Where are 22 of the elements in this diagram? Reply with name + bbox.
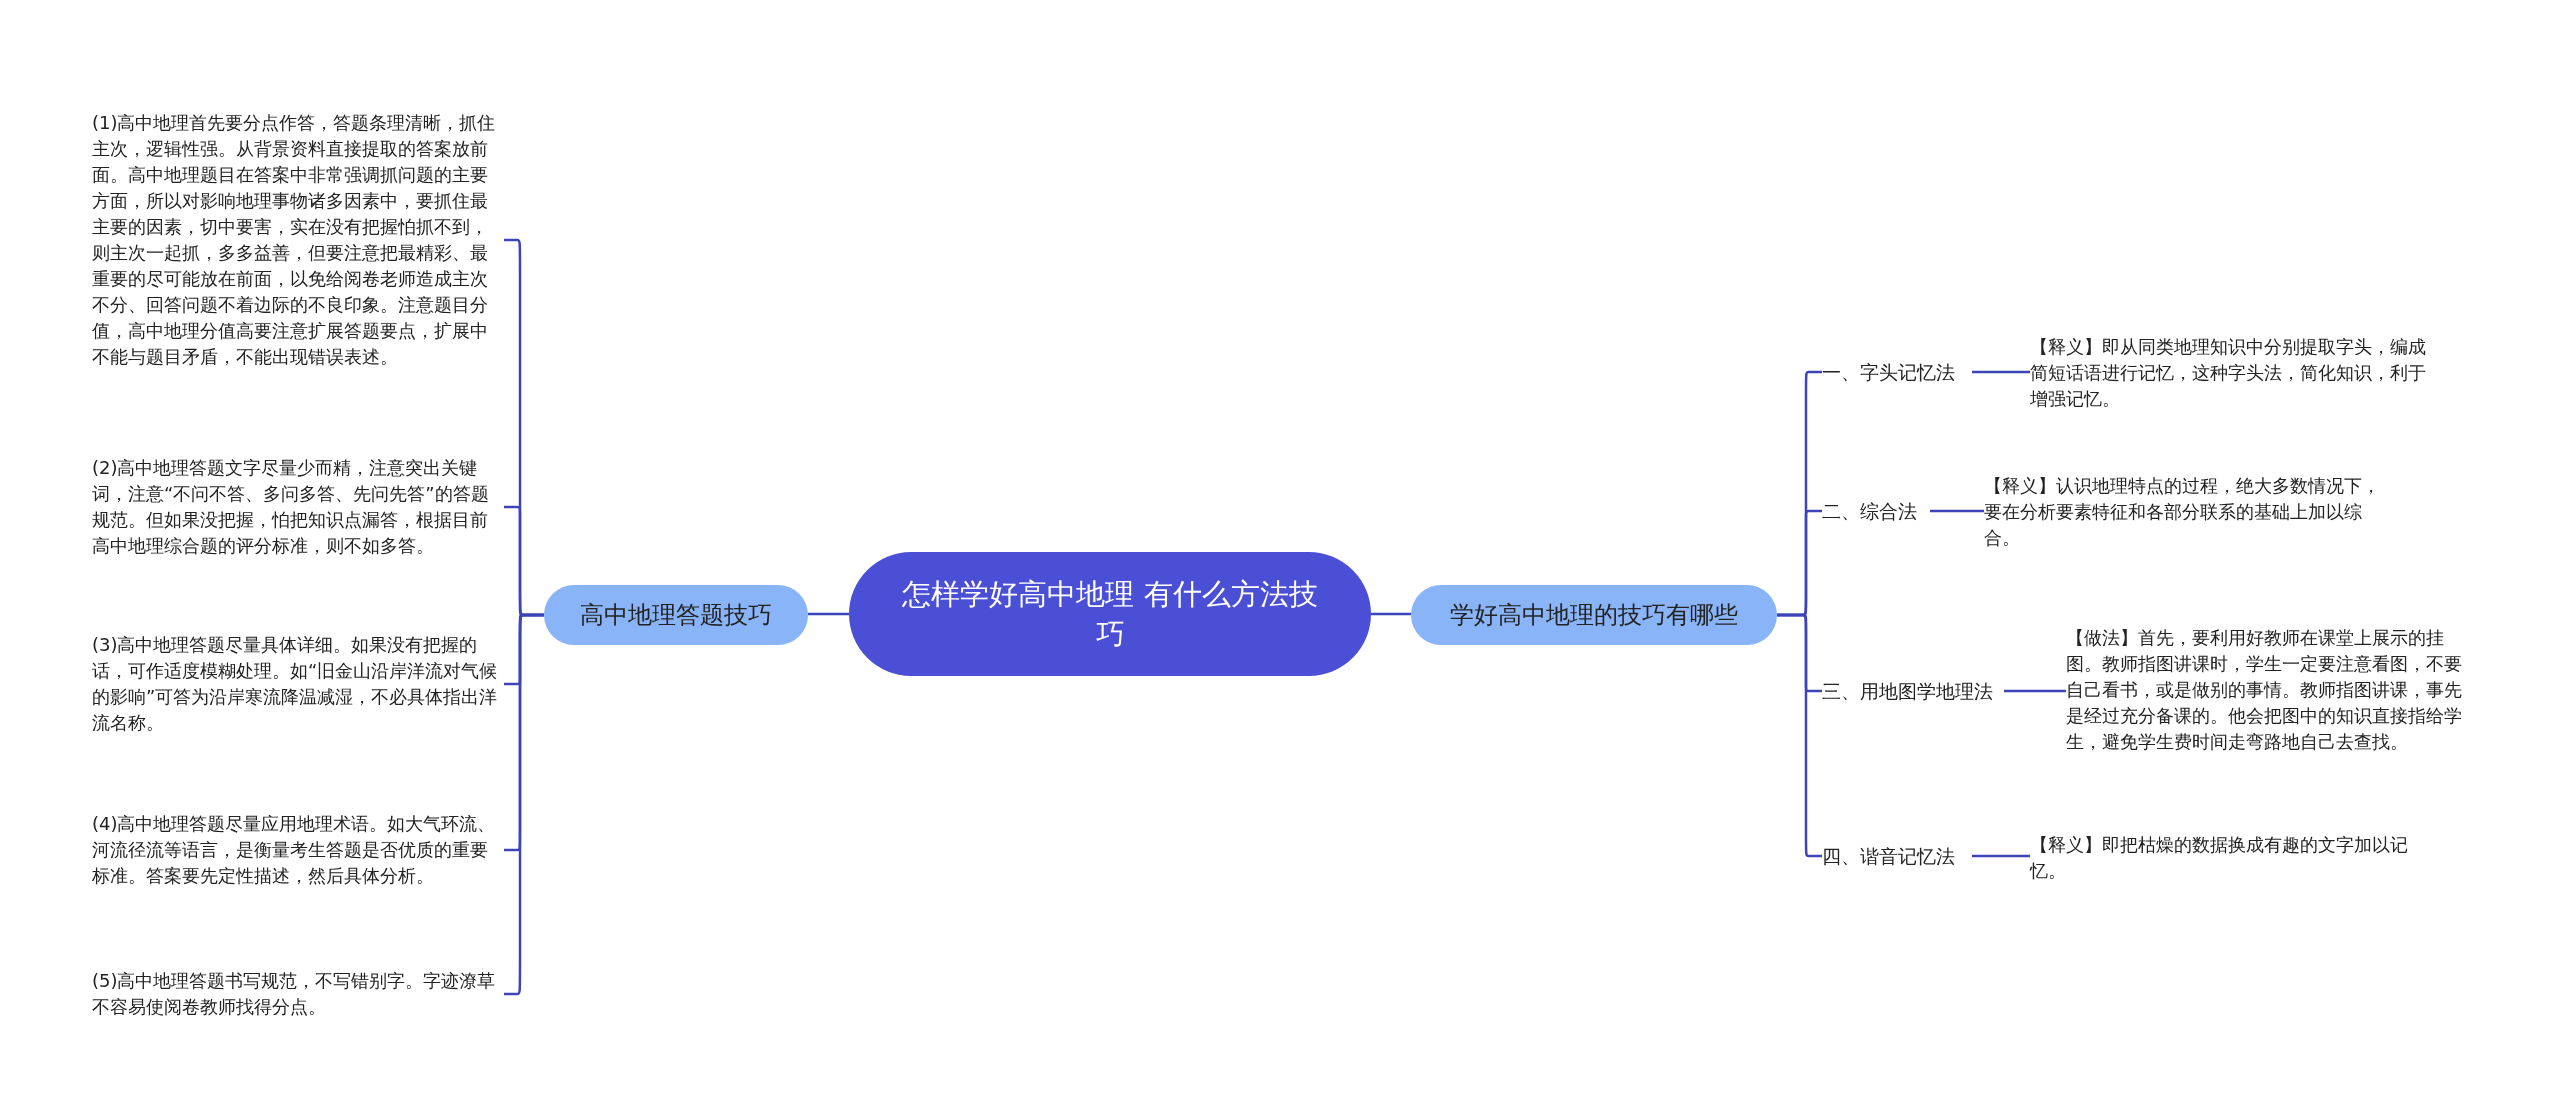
description-text: 【释义】认识地理特点的过程，绝大多数情况下，要在分析要素特征和各部分联系的基础上加以综合。 <box>1984 473 2394 551</box>
branch-topic: 学好高中地理的技巧有哪些 <box>1411 585 1777 645</box>
connector-line <box>1972 854 2030 858</box>
connector-line <box>2004 689 2066 693</box>
leaf-text: (1)高中地理首先要分点作答，答题条理清晰，抓住主次，逻辑性强。从背景资料直接提取的答案放前面。高中地理题目在答案中非常强调抓问题的主要方面，所以对影响地理事物诸多因素中，要抓住最主要的因素，切中要害，实在没有把握怕抓不到，则主次一起抓，多多益善，但要注意把最精彩、最重要的尽可能放在前面，以免给阅卷老师造成主次不分、回答问题不着边际的不良印象。注意题目分值，高中地理分值高要注意扩展答题要点，扩展中不能与题目矛盾，不能出现错误表述。 <box>92 110 504 370</box>
connector-line <box>1371 612 1411 616</box>
leaf-text: (3)高中地理答题尽量具体详细。如果没有把握的话，可作适度模糊处理。如“旧金山沿岸洋流对气候的影响”可答为沿岸寒流降温减湿，不必具体指出洋流名称。 <box>92 632 504 736</box>
connector-line <box>1930 509 1984 513</box>
method-label: 二、综合法 <box>1822 497 1930 525</box>
connector-line <box>808 612 849 616</box>
leaf-text: (4)高中地理答题尽量应用地理术语。如大气环流、河流径流等语言，是衡量考生答题是否优质的重要标准。答案要先定性描述，然后具体分析。 <box>92 811 504 889</box>
method-label: 四、谐音记忆法 <box>1822 842 1972 870</box>
description-text: 【释义】即把枯燥的数据换成有趣的文字加以记忆。 <box>2030 832 2430 884</box>
branch-topic: 高中地理答题技巧 <box>544 585 808 645</box>
central-topic: 怎样学好高中地理 有什么方法技巧 <box>849 552 1371 676</box>
description-text: 【做法】首先，要利用好教师在课堂上展示的挂图。教师指图讲课时，学生一定要注意看图，不要自己看书，或是做别的事情。教师指图讲课，事先是经过充分备课的。他会把图中的知识直接指给学生，避免学生费时间走弯路地自己去查找。 <box>2066 625 2476 755</box>
leaf-text: (2)高中地理答题文字尽量少而精，注意突出关键词，注意“不问不答、多问多答、先问先答”的答题规范。但如果没把握，怕把知识点漏答，根据目前高中地理综合题的评分标准，则不如多答。 <box>92 455 504 559</box>
connector-line <box>1972 370 2030 374</box>
leaf-text: (5)高中地理答题书写规范，不写错别字。字迹潦草不容易使阅卷教师找得分点。 <box>92 968 504 1020</box>
description-text: 【释义】即从同类地理知识中分别提取字头，编成简短话语进行记忆，这种字头法，简化知识，利于增强记忆。 <box>2030 334 2430 412</box>
method-label: 三、用地图学地理法 <box>1822 677 2004 705</box>
method-label: 一、字头记忆法 <box>1822 358 1972 386</box>
